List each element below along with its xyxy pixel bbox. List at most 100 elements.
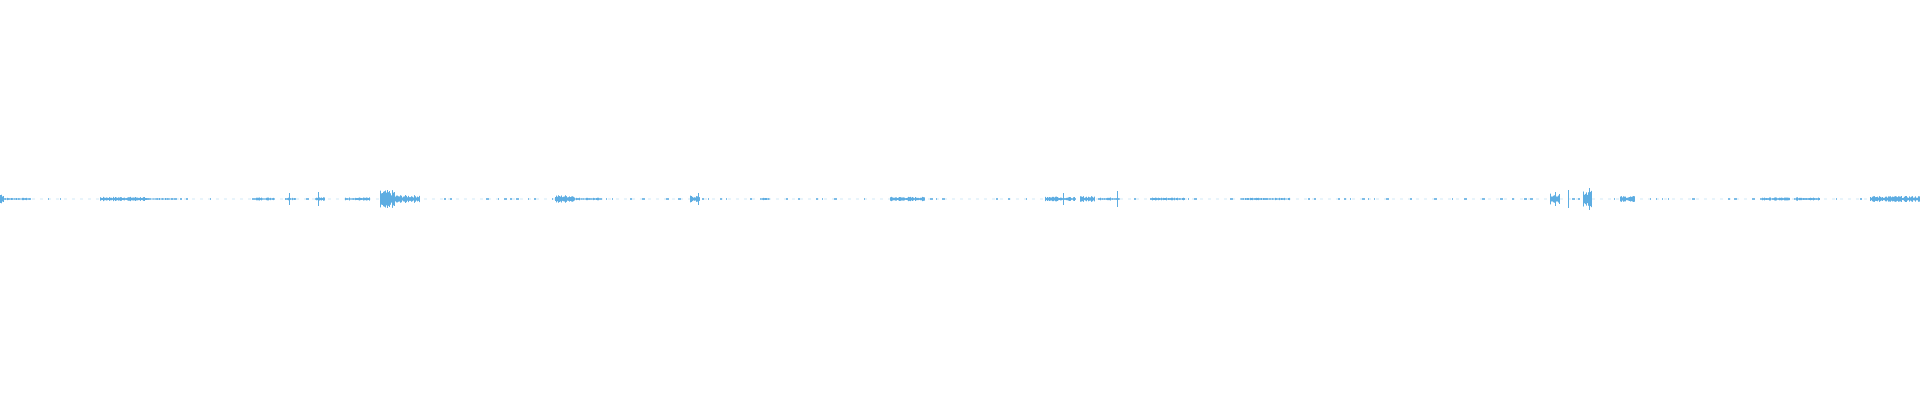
- waveform-dot: [1860, 198, 1862, 200]
- waveform-dot: [288, 198, 291, 200]
- waveform-dot: [1362, 198, 1365, 200]
- waveform-dot: [996, 198, 998, 200]
- waveform-dot: [588, 198, 589, 200]
- waveform-dot: [126, 198, 127, 200]
- waveform-dot: [1896, 198, 1898, 200]
- waveform-dot: [1026, 198, 1027, 200]
- waveform-dot: [1500, 198, 1503, 200]
- waveform-dot: [1578, 198, 1580, 200]
- waveform-dot: [1008, 198, 1010, 200]
- waveform-dot: [1068, 198, 1070, 200]
- waveform-dot: [1734, 198, 1737, 200]
- waveform-dot: [162, 198, 163, 200]
- waveform-dot: [936, 198, 937, 200]
- waveform-dot: [1524, 198, 1527, 200]
- waveform-dot: [1584, 198, 1585, 200]
- waveform-dot: [1092, 198, 1095, 200]
- waveform-dot: [180, 198, 182, 200]
- waveform-dot: [816, 198, 818, 200]
- waveform-dot: [786, 198, 788, 200]
- waveform-dot: [510, 198, 512, 200]
- waveform-dot: [1230, 198, 1233, 200]
- waveform-dot: [24, 198, 27, 200]
- waveform-dot: [1464, 198, 1467, 200]
- waveform-dot: [1050, 198, 1053, 200]
- waveform-dot: [30, 198, 31, 200]
- waveform-dot: [444, 198, 446, 200]
- waveform-dot: [552, 198, 553, 200]
- waveform-dot: [570, 198, 572, 200]
- waveform-dot: [1062, 198, 1063, 200]
- waveform-dot: [600, 198, 602, 200]
- waveform-dot: [1626, 198, 1627, 200]
- waveform-dot: [210, 198, 211, 200]
- waveform-dot: [630, 198, 632, 200]
- waveform-dot: [60, 198, 61, 200]
- waveform-dot: [1632, 198, 1633, 200]
- waveform-dot: [708, 198, 709, 200]
- waveform-dot: [750, 198, 752, 200]
- waveform-dot: [498, 198, 499, 200]
- waveform-dot: [1434, 198, 1437, 200]
- waveform-dot: [1308, 198, 1310, 200]
- waveform-dot: [1878, 198, 1881, 200]
- waveform-dot: [930, 198, 933, 200]
- waveform-dot: [762, 198, 763, 200]
- waveform-dot: [1662, 198, 1663, 200]
- waveform-dot: [534, 198, 536, 200]
- waveform-dot: [1512, 198, 1514, 200]
- waveform-dot: [1572, 198, 1575, 200]
- waveform-dot: [1134, 198, 1136, 200]
- waveform-dot: [702, 198, 704, 200]
- waveform-dot: [1788, 198, 1789, 200]
- waveform-dot: [258, 198, 261, 200]
- waveform-dot: [1794, 198, 1795, 200]
- waveform-dot: [720, 198, 722, 200]
- waveform-dot: [834, 198, 837, 200]
- waveform-dot: [1812, 198, 1815, 200]
- waveform-dot: [186, 198, 188, 200]
- waveform-dot: [798, 198, 800, 200]
- waveform-dot: [324, 198, 325, 200]
- waveform-dot: [1482, 198, 1485, 200]
- waveform-dot: [408, 198, 411, 200]
- waveform-dot: [1254, 198, 1257, 200]
- waveform-dot: [906, 198, 907, 200]
- waveform-dot: [1656, 198, 1657, 200]
- waveform-dot: [1182, 198, 1185, 200]
- waveform-dot: [1170, 198, 1171, 200]
- waveform-dot: [864, 198, 865, 200]
- waveform-dot: [108, 198, 109, 200]
- waveform-dot: [528, 198, 529, 200]
- waveform-dot: [1386, 198, 1389, 200]
- waveform-dot: [318, 198, 319, 200]
- waveform-dot: [1056, 198, 1059, 200]
- waveform-dot: [1692, 198, 1695, 200]
- waveform-dot: [504, 198, 507, 200]
- waveform-dot: [1668, 198, 1669, 200]
- waveform-dot: [726, 198, 727, 200]
- waveform-dot: [822, 198, 823, 200]
- waveform-dot: [396, 198, 399, 200]
- waveform-dot: [1752, 198, 1755, 200]
- waveform-dot: [294, 198, 296, 200]
- waveform-dot: [1452, 198, 1453, 200]
- waveform-dot: [1530, 198, 1533, 200]
- waveform-dot: [1314, 198, 1316, 200]
- waveform-dot: [1806, 198, 1807, 200]
- waveform-dot: [606, 198, 607, 200]
- waveform-dot: [1344, 198, 1346, 200]
- waveform-dot: [1650, 198, 1651, 200]
- waveform-dot: [1350, 198, 1351, 200]
- waveform-dot: [450, 198, 452, 200]
- waveform-dot: [1188, 198, 1189, 200]
- waveform-dot: [48, 198, 49, 200]
- waveform-dot: [1266, 198, 1267, 200]
- waveform-dot: [1086, 198, 1089, 200]
- waveform-dot: [1614, 198, 1615, 200]
- waveform-dot: [1620, 198, 1623, 200]
- waveform-dot: [642, 198, 645, 200]
- waveform-dot: [1194, 198, 1197, 200]
